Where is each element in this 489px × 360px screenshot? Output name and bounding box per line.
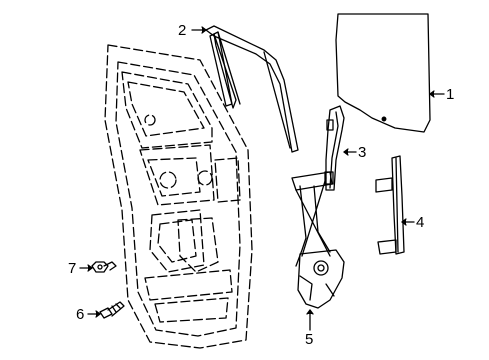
callout-6: 6 xyxy=(76,306,85,323)
leader-line-5 xyxy=(306,309,314,331)
leader-line-3 xyxy=(343,148,357,156)
callout-3: 3 xyxy=(358,144,367,161)
bolt xyxy=(99,301,125,319)
nut xyxy=(91,261,117,273)
callout-4: 4 xyxy=(416,214,425,231)
callout-1: 1 xyxy=(446,86,455,103)
door-glass xyxy=(335,13,431,133)
leader-line-7 xyxy=(79,264,93,272)
leader-line-4 xyxy=(401,218,415,226)
leader-line-1 xyxy=(429,90,445,98)
rear-guide-channel xyxy=(375,155,405,255)
window-regulator xyxy=(291,171,345,309)
callout-2: 2 xyxy=(178,22,187,39)
leader-line-2 xyxy=(191,26,207,34)
door-inner-panel xyxy=(104,44,253,349)
callout-5: 5 xyxy=(305,331,314,348)
leader-line-6 xyxy=(87,310,101,318)
callout-7: 7 xyxy=(68,260,77,277)
glass-run-channel xyxy=(205,25,299,153)
front-guide-channel xyxy=(324,105,345,191)
